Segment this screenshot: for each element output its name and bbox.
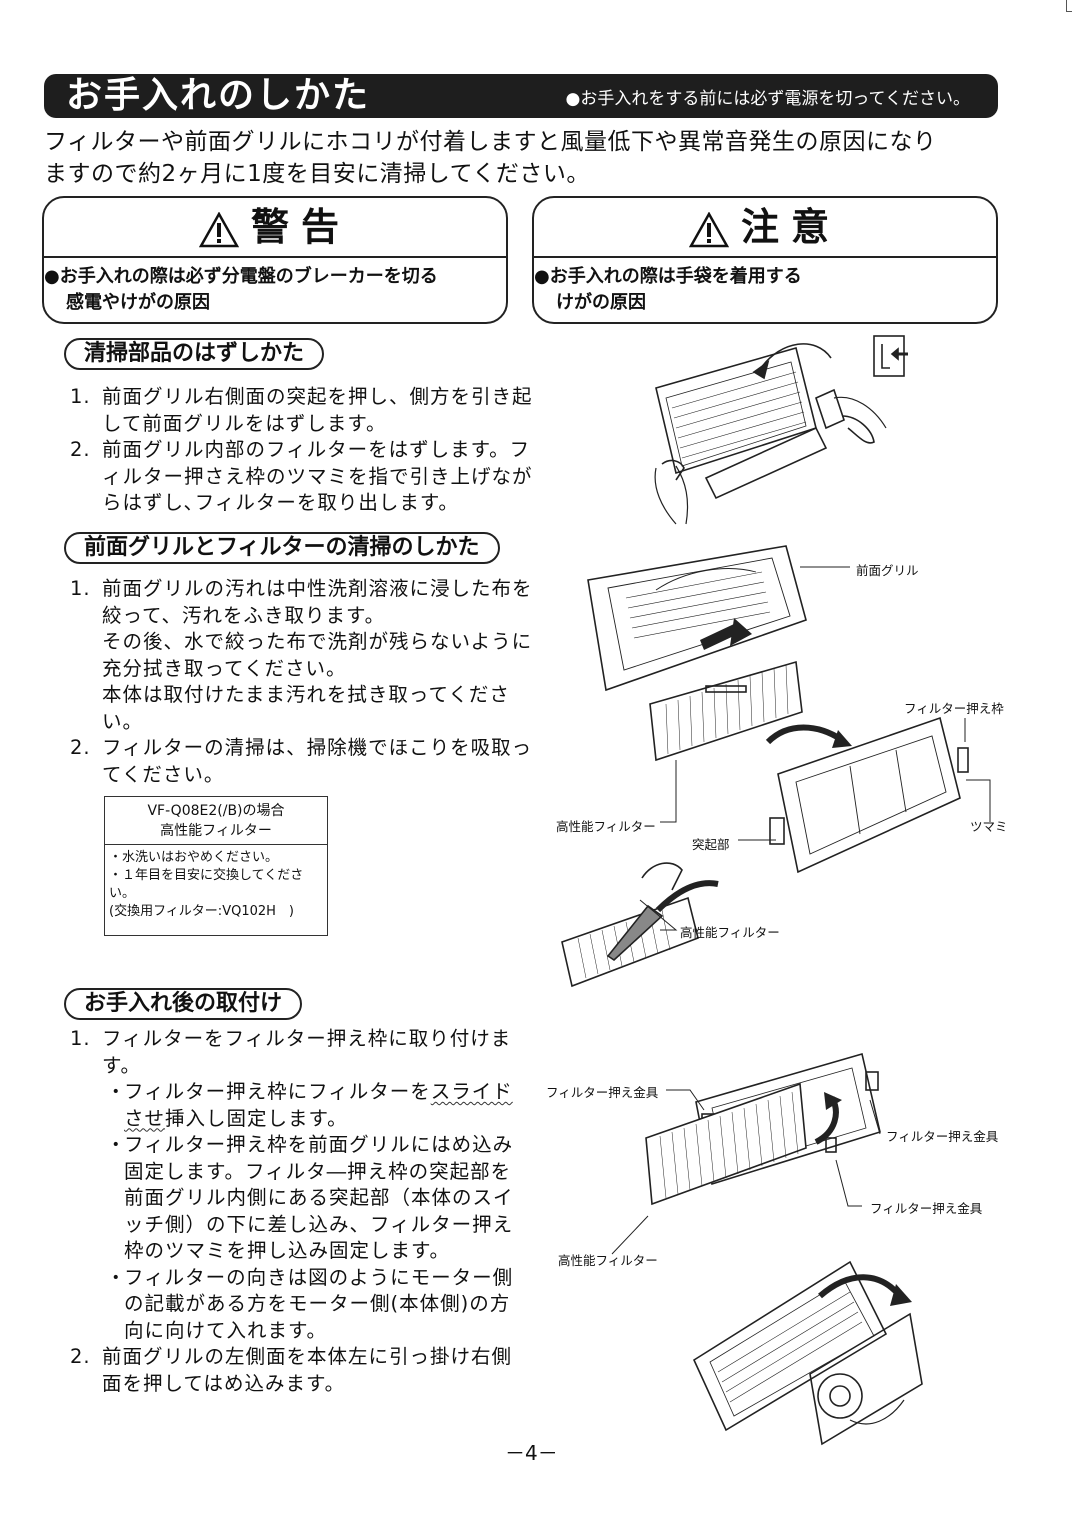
- label-hp-filter-3: 高性能フィルター: [558, 1253, 658, 1268]
- warning-line-2: 感電やけがの原因: [66, 292, 210, 313]
- warning-box: 警告 ●お手入れの際は必ず分電盤のブレーカーを切る 感電やけがの原因: [42, 196, 508, 324]
- removal-heading: 清掃部品のはずしかた: [64, 338, 325, 370]
- label-protrusion: 突起部: [692, 837, 730, 852]
- install-step-1: 1. フィルターをフィルター押え枠に取り付けます。: [70, 1027, 512, 1077]
- corner-crop-mark: [1066, 0, 1072, 12]
- page-title: お手入れのしかた: [66, 75, 371, 116]
- filter-note-box: VF-Q08E2(/B)の場合 高性能フィルター ・水洗いはおやめください。 ・…: [104, 796, 328, 936]
- caution-triangle-icon: [688, 211, 729, 247]
- filter-note-body: ・水洗いはおやめください。 ・１年目を目安に交換してください。 (交換用フィルタ…: [109, 850, 304, 919]
- section-title-bar: お手入れのしかた ●お手入れをする前には必ず電源を切ってください。: [44, 74, 998, 118]
- label-hp-filter-1: 高性能フィルター: [556, 819, 656, 834]
- caution-heading: 注意: [740, 205, 841, 249]
- caution-line-1: ●お手入れの際は手袋を着用する: [534, 266, 802, 287]
- removal-step-2: 2. 前面グリル内部のフィルターをはずします。フィルター押さえ枠のツマミを指で引…: [70, 438, 533, 514]
- warning-header: 警告: [44, 198, 506, 258]
- warning-heading: 警告: [250, 205, 351, 249]
- install-bullet-1: ・ フィルター押え枠にフィルターをスライドさせ挿入し固定します。: [106, 1080, 513, 1130]
- install-heading: お手入れ後の取付け: [64, 988, 303, 1020]
- warning-line-1: ●お手入れの際は必ず分電盤のブレーカーを切る: [44, 266, 438, 287]
- caution-box: 注意 ●お手入れの際は手袋を着用する けがの原因: [532, 196, 998, 324]
- intro-line-1: フィルターや前面グリルにホコリが付着しますと風量低下や異常音発生の原因になり: [44, 129, 937, 155]
- cleaning-heading: 前面グリルとフィルターの清掃のしかた: [64, 532, 500, 564]
- grille-removal-illustration: [654, 335, 908, 525]
- warning-triangle-icon: [198, 211, 239, 247]
- intro-line-2: ますので約2ヶ月に1度を目安に清掃してください。: [44, 161, 590, 187]
- install-steps: 1. フィルターをフィルター押え枠に取り付けます。 ・ フィルター押え枠にフィル…: [70, 1026, 530, 1397]
- filter-frame-illustration: [765, 716, 969, 874]
- removal-steps: 1. 前面グリル右側面の突起を押し、側方を引き起して前面グリルをはずします。 2…: [70, 384, 540, 517]
- label-bracket-1: フィルター押え金具: [546, 1085, 659, 1100]
- label-bracket-2: フィルター押え金具: [886, 1129, 999, 1144]
- cleaning-step-2: 2. フィルターの清掃は、掃除機でほこりを吸取ってください。: [70, 736, 533, 786]
- label-knob: ツマミ: [970, 819, 1008, 834]
- filter-note-header: VF-Q08E2(/B)の場合 高性能フィルター: [105, 797, 327, 845]
- front-grille-illustration: [587, 545, 807, 692]
- caution-header: 注意: [534, 198, 996, 258]
- install-bullet-2: ・ フィルター押え枠を前面グリルにはめ込み固定します。フィルタ―押え枠の突起部を…: [106, 1133, 514, 1262]
- intro-text: フィルターや前面グリルにホコリが付着しますと風量低下や異常音発生の原因になり ま…: [44, 126, 1004, 190]
- power-off-note: ●お手入れをする前には必ず電源を切ってください。: [565, 89, 970, 109]
- page-number: －4－: [505, 1441, 558, 1465]
- removal-step-1: 1. 前面グリル右側面の突起を押し、側方を引き起して前面グリルをはずします。: [70, 385, 533, 435]
- cleaning-step-1: 1. 前面グリルの汚れは中性洗剤溶液に浸した布を絞って、汚れをふき取ります。 そ…: [70, 577, 533, 733]
- install-step-2: 2. 前面グリルの左側面を本体左に引っ掛け右側面を押してはめ込みます。: [70, 1345, 513, 1395]
- label-filter-frame: フィルター押え枠: [904, 701, 1004, 716]
- label-bracket-3: フィルター押え金具: [870, 1201, 983, 1216]
- grille-reattach-illustration: [692, 1260, 923, 1446]
- hp-filter-illustration: [649, 660, 803, 762]
- filter-install-illustration: [645, 1052, 881, 1206]
- caution-line-2: けがの原因: [556, 292, 646, 313]
- cleaning-steps: 1. 前面グリルの汚れは中性洗剤溶液に浸した布を絞って、汚れをふき取ります。 そ…: [70, 576, 540, 788]
- label-front-grille: 前面グリル: [856, 563, 919, 578]
- vacuum-cleaning-illustration: [561, 862, 719, 988]
- install-bullet-3: ・ フィルターの向きは図のようにモーター側の記載がある方をモーター側(本体側)の…: [106, 1265, 514, 1342]
- label-hp-filter-2: 高性能フィルター: [680, 925, 780, 940]
